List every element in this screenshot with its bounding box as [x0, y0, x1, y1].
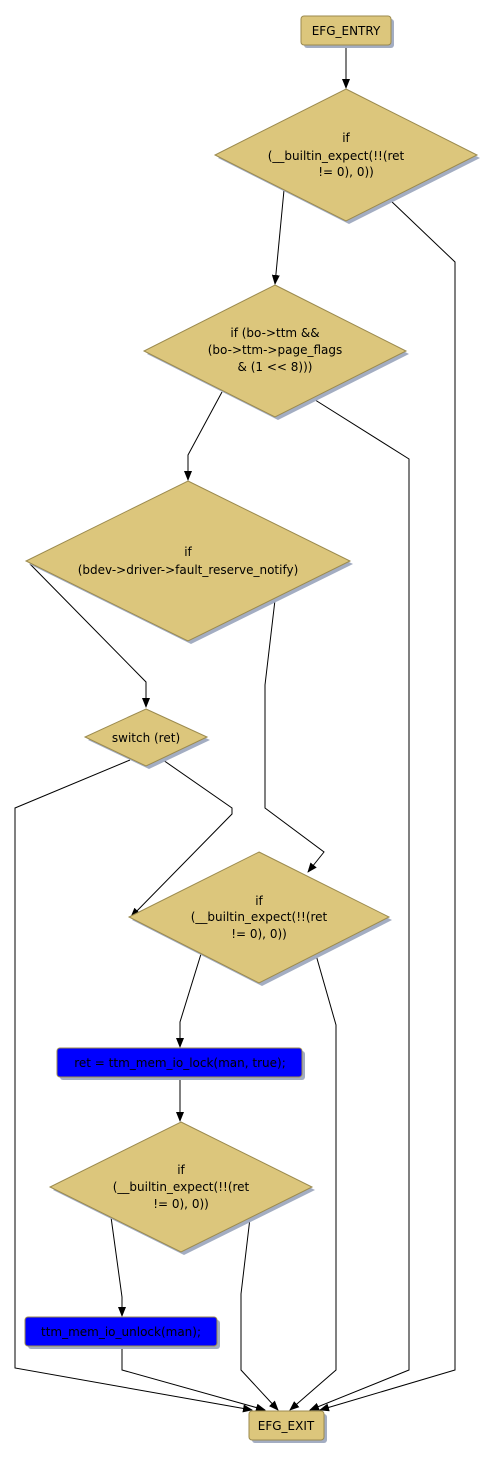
edge-d1-to-exit	[319, 199, 456, 1412]
decision-5-line-2: (__builtin_expect(!!(ret	[113, 1180, 250, 1194]
exit-node-label: EFG_EXIT	[258, 1419, 315, 1433]
switch-node-label: switch (ret)	[112, 731, 180, 745]
decision-5-line-3: != 0), 0))	[153, 1197, 209, 1211]
entry-node-label: EFG_ENTRY	[312, 24, 381, 38]
decision-1: if (__builtin_expect(!!(ret != 0), 0))	[213, 88, 480, 224]
decision-3-line-1: if	[184, 545, 192, 559]
decision-4-line-2: (__builtin_expect(!!(ret	[191, 910, 328, 924]
edge-d3-to-d4	[264, 599, 325, 873]
edge-sw-to-exit	[14, 759, 253, 1413]
decision-1-line-2: (__builtin_expect(!!(ret	[268, 149, 405, 163]
decision-2-line-2: (bo->ttm->page_flags	[208, 343, 342, 357]
action-1-box	[56, 1047, 303, 1078]
decision-4-line-3: != 0), 0))	[231, 927, 287, 941]
action-2: ttm_mem_io_unlock(man);	[24, 1316, 220, 1349]
edge-d2-to-exit	[309, 397, 410, 1411]
decision-4-line-1: if	[255, 894, 263, 908]
decision-2: if (bo->ttm && (bo->ttm->page_flags & (1…	[142, 284, 409, 420]
entry-node: EFG_ENTRY	[300, 15, 394, 48]
action-2-box	[24, 1316, 218, 1347]
decision-4: if (__builtin_expect(!!(ret != 0), 0))	[127, 851, 392, 986]
action-1-label: ret = ttm_mem_io_lock(man, true);	[74, 1056, 286, 1070]
decision-5-line-1: if	[177, 1163, 185, 1177]
switch-node-diamond	[83, 708, 209, 767]
decision-3: if (bdev->driver->fault_reserve_notify)	[24, 480, 353, 644]
switch-node: switch (ret)	[83, 708, 210, 769]
decision-1-line-1: if	[342, 131, 350, 145]
edges	[14, 46, 456, 1413]
decision-1-line-3: != 0), 0))	[318, 165, 374, 179]
decision-3-diamond	[24, 480, 352, 642]
edge-d4-to-exit	[289, 954, 337, 1411]
edge-d3-to-sw	[29, 563, 150, 708]
decision-5: if (__builtin_expect(!!(ret != 0), 0))	[48, 1121, 315, 1255]
decision-4-diamond	[127, 851, 391, 984]
edge-d5-to-exit	[240, 1217, 279, 1411]
exit-node: EFG_EXIT	[248, 1410, 327, 1443]
edge-a2-to-exit	[121, 1346, 266, 1412]
edge-d2-to-d3	[184, 391, 223, 481]
edge-sw-to-d4	[130, 759, 233, 918]
decision-1-diamond	[213, 88, 479, 222]
decision-2-diamond	[142, 284, 408, 418]
exit-node-box	[248, 1410, 325, 1441]
decision-2-line-3: & (1 << 8)))	[238, 360, 313, 374]
action-1: ret = ttm_mem_io_lock(man, true);	[56, 1047, 305, 1080]
decision-2-line-1: if (bo->ttm &&	[230, 326, 319, 340]
decision-3-line-2: (bdev->driver->fault_reserve_notify)	[78, 563, 299, 577]
action-2-label: ttm_mem_io_unlock(man);	[41, 1325, 201, 1339]
entry-node-box	[300, 15, 392, 46]
decision-5-diamond	[48, 1121, 314, 1253]
edge-d5-to-a2	[110, 1216, 126, 1317]
edge-d1-to-d2	[271, 189, 285, 285]
edge-d4-to-a1	[176, 953, 202, 1048]
